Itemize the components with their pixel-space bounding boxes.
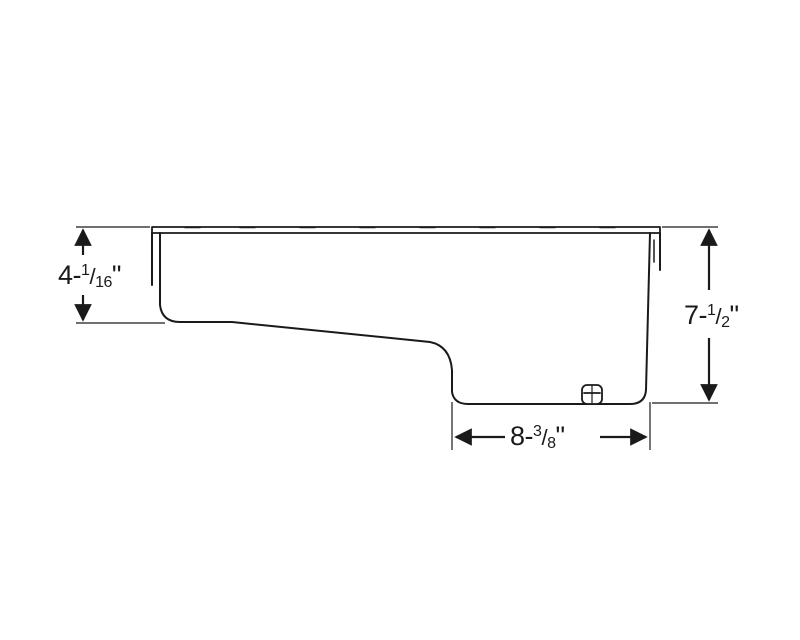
right-height-numerator: 1 (707, 302, 716, 319)
right-height-denominator: 2 (721, 314, 730, 331)
right-height-dimension (652, 226, 718, 404)
sump-width-whole: 8 (510, 421, 525, 451)
sump-width-unit: " (555, 421, 565, 451)
pan-body (159, 232, 651, 405)
left-height-unit: " (111, 260, 122, 290)
sump-width-label: 8-3/8" (510, 421, 565, 452)
oil-pan (151, 226, 661, 405)
right-height-whole: 7 (684, 300, 699, 330)
drain-plug (581, 384, 603, 405)
left-height-denominator: 16 (95, 274, 112, 291)
sump-width-denominator: 8 (547, 435, 556, 452)
sump-width-numerator: 3 (533, 423, 542, 440)
pan-flange (151, 226, 661, 234)
right-height-unit: " (729, 300, 739, 330)
sump-width-dimension (451, 402, 651, 450)
right-height-label: 7-1/2" (684, 300, 739, 331)
left-height-label: 4-1/16" (58, 260, 122, 291)
left-height-whole: 4 (58, 260, 73, 290)
left-height-dimension (74, 226, 165, 324)
left-height-numerator: 1 (81, 262, 90, 279)
